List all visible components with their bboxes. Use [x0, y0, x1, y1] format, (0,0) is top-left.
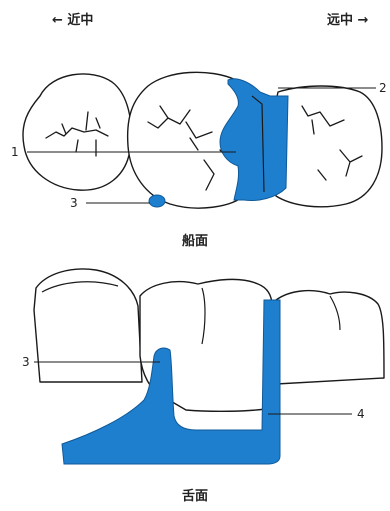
lingual-tooth-distal [276, 291, 384, 384]
label-2: 2 [379, 81, 387, 95]
occlusal-tooth-distal [272, 86, 382, 207]
occlusal-tooth-mesial [23, 74, 131, 190]
lingual-view: 3 4 [22, 269, 384, 464]
lingual-caption: 舌面 [182, 488, 208, 504]
distal-direction-label: 远中 → [327, 12, 369, 28]
mesial-direction-label: ← 近中 [52, 12, 93, 28]
occlusal-clasp-tip [149, 195, 165, 207]
occlusal-caption: 船面 [182, 233, 208, 249]
label-1: 1 [11, 145, 19, 159]
label-4: 4 [357, 407, 365, 421]
lingual-tooth-mesial [34, 269, 142, 382]
occlusal-view: 1 2 3 [11, 72, 387, 210]
label-3-top: 3 [70, 196, 78, 210]
label-3-bottom: 3 [22, 355, 30, 369]
